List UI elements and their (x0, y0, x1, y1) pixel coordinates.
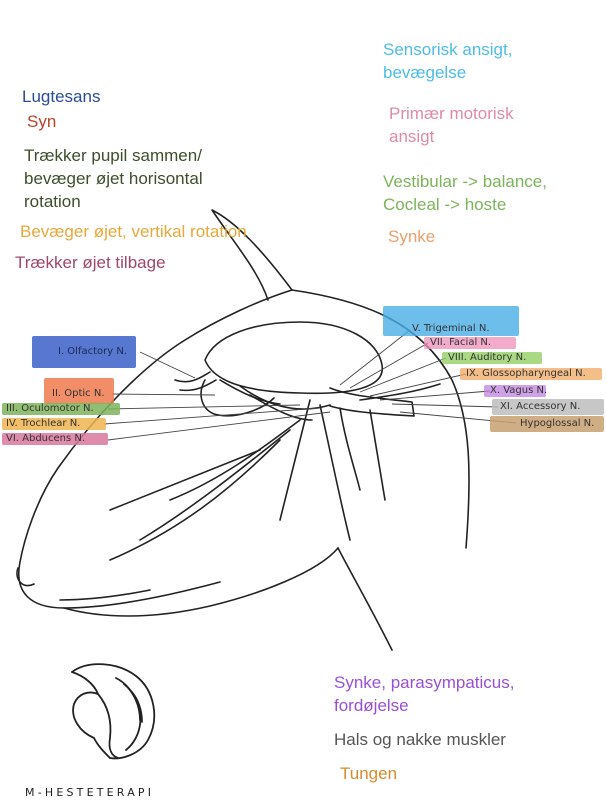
note-vestibular-line2: Cocleal -> hoste (383, 195, 507, 214)
optic-highlight (44, 378, 114, 404)
oculomotor-label: III. Oculomotor N. (6, 403, 94, 414)
optic-label: II. Optic N. (52, 388, 105, 399)
hypoglossal-label: Hypoglossal N. (520, 418, 595, 429)
note-traekker-tilbage: Trækker øjet tilbage (15, 253, 166, 272)
trigeminal-highlight (383, 306, 519, 336)
note-synke-para-line2: fordøjelse (334, 696, 409, 715)
note-hals: Hals og nakke muskler (334, 730, 506, 749)
facial-label: VII. Facial N. (430, 337, 492, 348)
abducens-label: VI. Abducens N. (6, 433, 86, 444)
note-lugtesans: Lugtesans (22, 87, 101, 106)
note-bevaeger: Bevæger øjet, vertikal rotation (20, 222, 247, 241)
abducens-highlight (2, 433, 108, 445)
note-tungen: Tungen (340, 764, 398, 783)
auditory-highlight (442, 352, 542, 364)
note-synke-para-line1: Synke, parasympaticus, (334, 673, 515, 692)
note-syn: Syn (27, 112, 57, 131)
auditory-label: VIII. Auditory N. (448, 352, 527, 363)
note-primaer: Primær motorisk ansigt (389, 102, 514, 148)
trochlear-highlight (2, 418, 106, 430)
brand-name: M-HESTETERAPI (25, 786, 155, 799)
note-traekker-pupil-line1: Trækker pupil sammen/ (24, 146, 202, 165)
note-traekker-pupil: Trækker pupil sammen/ bevæger øjet horis… (24, 144, 203, 213)
oculomotor-highlight (2, 403, 120, 415)
note-sensorisk-line2: bevægelse (383, 63, 467, 82)
accessory-label: XI. Accessory N. (500, 401, 581, 412)
note-sensorisk-line1: Sensorisk ansigt, (383, 40, 513, 59)
accessory-highlight (492, 399, 604, 415)
hypoglossal-highlight (490, 416, 604, 432)
olfactory-label: I. Olfactory N. (58, 346, 128, 357)
note-synke-para: Synke, parasympaticus, fordøjelse (334, 671, 514, 717)
note-traekker-pupil-line3: rotation (24, 192, 81, 211)
note-sensorisk: Sensorisk ansigt, bevægelse (383, 38, 512, 84)
olfactory-highlight (32, 336, 136, 368)
facial-highlight (424, 337, 516, 349)
note-primaer-line1: Primær motorisk (389, 104, 514, 123)
trochlear-label: IV. Trochlear N. (6, 418, 81, 429)
glossopharyngeal-highlight (460, 368, 602, 380)
note-vestibular-line1: Vestibular -> balance, (383, 172, 547, 191)
glossopharyngeal-label: IX. Glossopharyngeal N. (466, 368, 586, 379)
brand-logo-icon (71, 663, 156, 760)
note-vestibular: Vestibular -> balance, Cocleal -> hoste (383, 170, 547, 216)
note-synke: Synke (388, 227, 436, 246)
note-primaer-line2: ansigt (389, 127, 435, 146)
trigeminal-label: V. Trigeminal N. (412, 323, 490, 334)
vagus-label: X. Vagus N. (490, 385, 548, 396)
vagus-highlight (484, 385, 546, 397)
note-traekker-pupil-line2: bevæger øjet horisontal (24, 169, 203, 188)
